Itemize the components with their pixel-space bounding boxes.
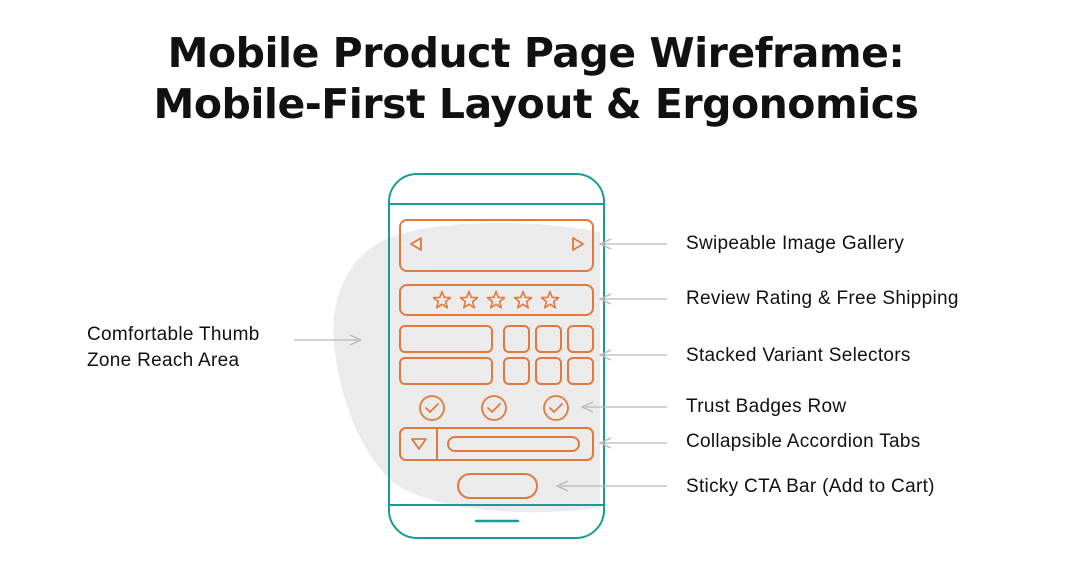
star-icon	[540, 290, 560, 309]
variant-swatch[interactable]	[503, 357, 530, 385]
star-icon	[459, 290, 479, 309]
image-gallery-block[interactable]	[399, 219, 594, 272]
variant-swatch[interactable]	[567, 357, 594, 385]
accordion-title-bar	[447, 436, 580, 452]
chevron-right-icon[interactable]	[572, 237, 584, 251]
arrow-gallery	[599, 238, 667, 250]
callout-rating-label: Review Rating & Free Shipping	[686, 288, 959, 309]
arrow-rating	[599, 293, 667, 305]
check-circle-icon	[481, 395, 507, 421]
page-title: Mobile Product Page Wireframe: Mobile-Fi…	[0, 28, 1072, 130]
accordion-tab[interactable]	[399, 427, 594, 461]
callout-variants-label: Stacked Variant Selectors	[686, 345, 911, 366]
arrow-thumb-zone	[294, 334, 362, 346]
callout-accordion-label: Collapsible Accordion Tabs	[686, 431, 921, 452]
variant-select-primary[interactable]	[399, 325, 493, 353]
arrow-accordion	[599, 437, 667, 449]
rating-stars	[432, 290, 560, 309]
star-icon	[486, 290, 506, 309]
trust-badges-row	[419, 395, 569, 421]
thumb-zone-label-line-2: Zone Reach Area	[87, 350, 240, 371]
add-to-cart-button[interactable]	[457, 473, 538, 499]
callout-cta-label: Sticky CTA Bar (Add to Cart)	[686, 476, 935, 497]
variant-swatch[interactable]	[535, 325, 562, 353]
arrow-trust	[581, 401, 667, 413]
chevron-left-icon[interactable]	[410, 237, 422, 251]
variant-selectors-block[interactable]	[399, 325, 594, 385]
star-icon	[513, 290, 533, 309]
variant-swatch[interactable]	[535, 357, 562, 385]
arrow-cta	[556, 480, 667, 492]
star-icon	[432, 290, 452, 309]
check-circle-icon	[543, 395, 569, 421]
thumb-zone-label-line-1: Comfortable Thumb	[87, 324, 260, 345]
phone-frame	[388, 173, 605, 539]
triangle-down-icon[interactable]	[411, 438, 427, 450]
callout-arrows	[294, 238, 667, 492]
variant-select-secondary[interactable]	[399, 357, 493, 385]
variant-swatch[interactable]	[567, 325, 594, 353]
thumb-zone-label: Comfortable Thumb Zone Reach Area	[87, 322, 260, 374]
review-rating-block	[399, 284, 594, 316]
page-title-line-1: Mobile Product Page Wireframe:	[167, 29, 905, 77]
variant-swatch[interactable]	[503, 325, 530, 353]
callout-gallery-label: Swipeable Image Gallery	[686, 233, 905, 254]
page-title-line-2: Mobile-First Layout & Ergonomics	[153, 80, 919, 128]
arrow-variants	[599, 349, 667, 361]
check-circle-icon	[419, 395, 445, 421]
callout-trust-label: Trust Badges Row	[686, 396, 847, 417]
